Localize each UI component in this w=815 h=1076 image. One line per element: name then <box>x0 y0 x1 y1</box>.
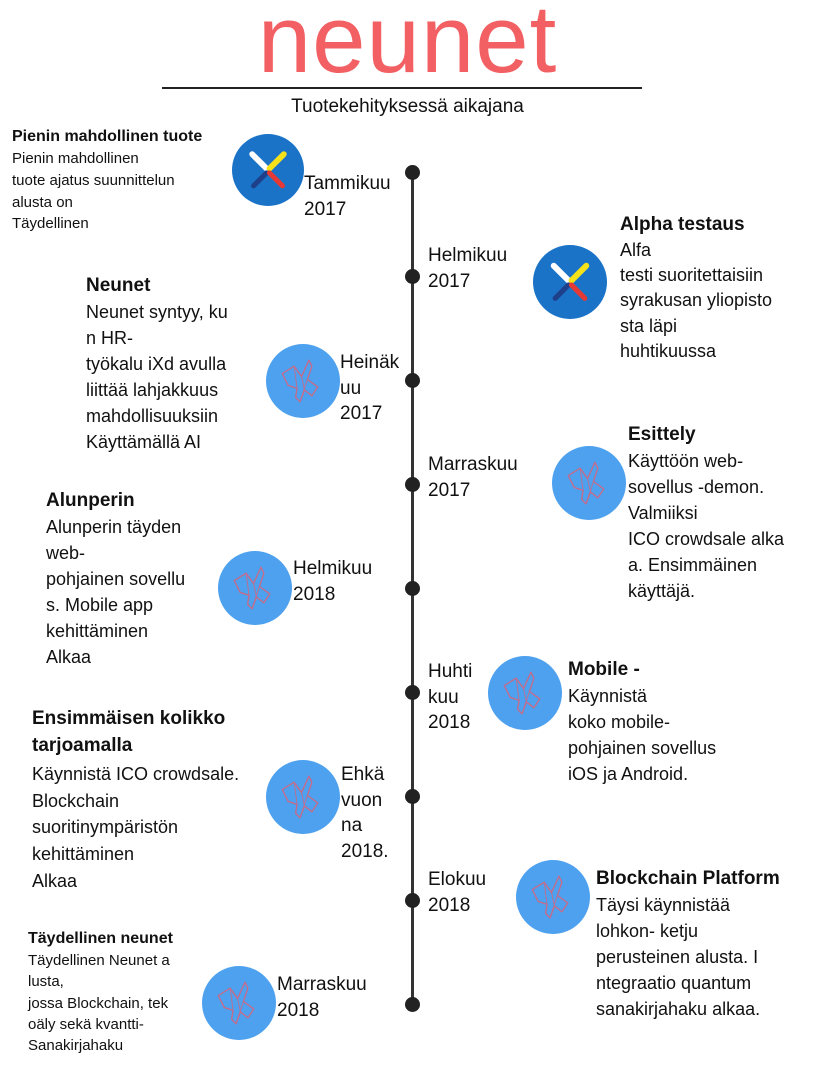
crane-icon <box>202 966 276 1040</box>
event-title: Pienin mahdollinen tuote <box>12 128 203 145</box>
event-date: Elokuu 2018 <box>428 869 487 916</box>
event-date: Marraskuu 2017 <box>428 454 518 501</box>
event-title: Mobile - <box>568 659 640 680</box>
event-mobile: Mobile - Käynnistä koko mobile- pohjaine… <box>568 659 768 787</box>
neunet-logo-icon <box>232 134 304 206</box>
event-text: Alunperin täyden web- pohjainen sovellu … <box>46 517 186 668</box>
event-title: Alunperin <box>46 490 135 511</box>
event-neunet: Neunet Neunet syntyy, ku n HR- työkalu i… <box>86 275 276 456</box>
timeline-dot <box>405 581 420 596</box>
event-text: Käynnistä koko mobile- pohjainen sovellu… <box>568 686 717 785</box>
event-date: Helmikuu 2017 <box>428 245 508 292</box>
crane-icon <box>488 656 562 730</box>
event-date: Huhti kuu 2018 <box>428 661 473 734</box>
crane-icon <box>266 760 340 834</box>
crane-icon <box>218 551 292 625</box>
crane-icon <box>516 860 590 934</box>
timeline-dot <box>405 789 420 804</box>
event-title: Alpha testaus <box>620 214 745 235</box>
event-alunperin: Alunperin Alunperin täyden web- pohjaine… <box>46 490 226 671</box>
event-esittely: Esittely Käyttöön web- sovellus -demon. … <box>628 424 815 605</box>
timeline-dot <box>405 477 420 492</box>
timeline-dot <box>405 269 420 284</box>
event-text: Täydellinen Neunet a lusta, jossa Blockc… <box>28 952 170 1055</box>
event-text: Täysi käynnistää lohkon- ketju perustein… <box>596 895 761 1020</box>
timeline-dot <box>405 685 420 700</box>
event-text: Pienin mahdollinen tuote ajatus suunnitt… <box>12 150 175 233</box>
neunet-logo: neunet <box>257 0 558 93</box>
event-complete: Täydellinen neunet Täydellinen Neunet a … <box>28 930 218 1056</box>
event-date: Ehkä vuon na 2018. <box>341 764 389 862</box>
event-text: Käynnistä ICO crowdsale. Blockchain suor… <box>32 764 240 891</box>
event-text: Alfa testi suoritettaisiin syrakusan yli… <box>620 240 773 361</box>
neunet-logo-icon <box>533 245 607 319</box>
event-title: Blockchain Platform <box>596 868 780 889</box>
event-text: Käyttöön web- sovellus -demon. Valmiiksi… <box>628 451 785 602</box>
event-blockchain-platform: Blockchain Platform Täysi käynnistää loh… <box>596 868 811 1022</box>
event-ico: Ensimmäisen kolikko tarjoamalla Käynnist… <box>32 706 282 894</box>
timeline-dot <box>405 893 420 908</box>
event-title: Esittely <box>628 424 696 445</box>
event-text: Neunet syntyy, ku n HR- työkalu iXd avul… <box>86 302 228 453</box>
timeline-dot <box>405 165 420 180</box>
crane-icon <box>266 344 340 418</box>
event-title: Täydellinen neunet <box>28 930 173 947</box>
event-alpha: Alpha testaus Alfa testi suoritettaisiin… <box>620 214 810 364</box>
event-title: Neunet <box>86 275 151 296</box>
crane-icon <box>552 446 626 520</box>
event-date: Tammikuu 2017 <box>304 173 391 220</box>
event-title: Ensimmäisen kolikko tarjoamalla <box>32 708 226 756</box>
event-date: Marraskuu 2018 <box>277 974 367 1021</box>
event-date: Helmikuu 2018 <box>293 558 373 605</box>
timeline-dot <box>405 997 420 1012</box>
timeline-subtitle: Tuotekehityksessä aikajana <box>291 96 524 117</box>
event-mvp: Pienin mahdollinen tuote Pienin mahdolli… <box>12 128 247 235</box>
title-divider <box>162 87 642 89</box>
timeline-dot <box>405 373 420 388</box>
event-date: Heinäk uu 2017 <box>340 352 400 425</box>
